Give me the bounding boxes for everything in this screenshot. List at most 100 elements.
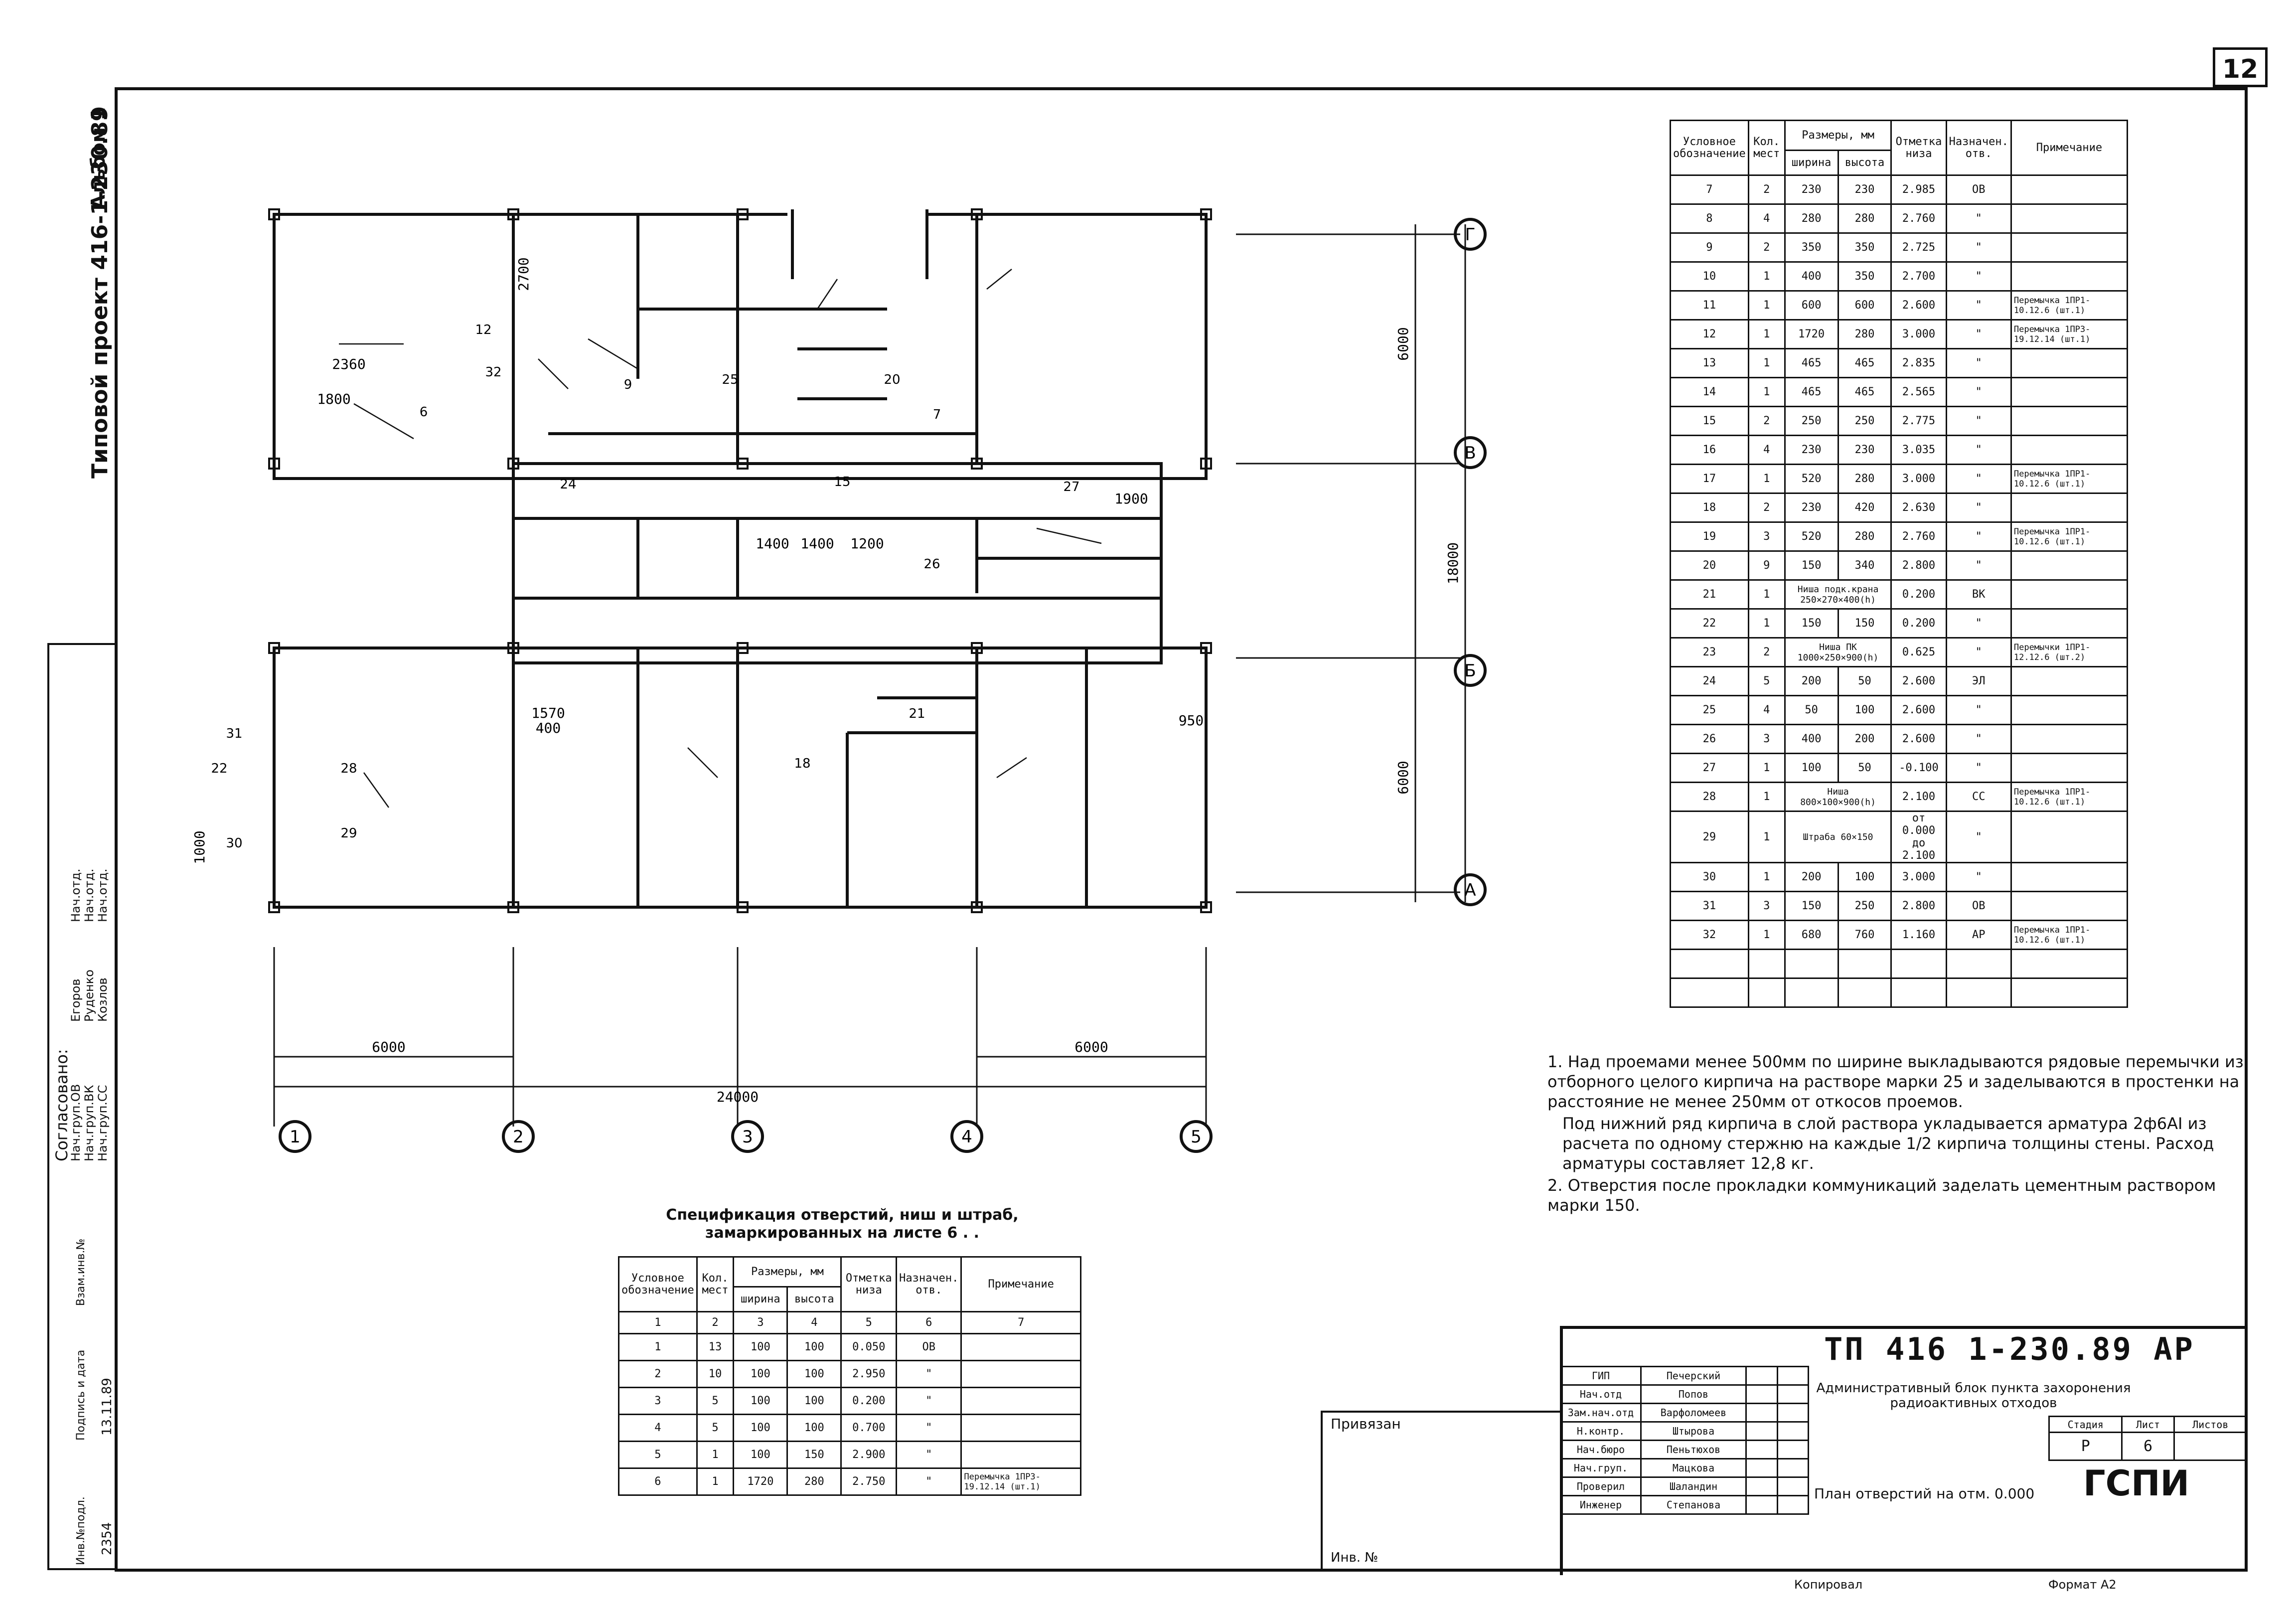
rt-cell: Перемычка 1ПР1-10.12.6 (шт.1) — [2010, 920, 2129, 950]
dim-400: 400 — [536, 720, 561, 736]
stamp-signature — [1745, 1421, 1778, 1441]
rt-cell: 200 — [1784, 666, 1839, 696]
rt-cell: 2.760 — [1890, 521, 1947, 552]
stamp-role: Нач.отд — [1560, 1384, 1642, 1404]
rt-cell: 2.600 — [1890, 724, 1947, 754]
rt-cell: 760 — [1837, 920, 1892, 950]
rt-cell: от 0.000 до 2.100 — [1890, 810, 1947, 863]
rt-cell: 3 — [1747, 724, 1786, 754]
rt-cell: 280 — [1837, 203, 1892, 234]
attached-box — [1321, 1411, 1560, 1570]
rt-cell: 1 — [1747, 862, 1786, 892]
rt-cell: 23 — [1670, 637, 1749, 667]
mark-25: 25 — [722, 372, 738, 387]
sign-date-label: Подпись и дата — [75, 1349, 87, 1441]
rt-cell: " — [1945, 862, 2012, 892]
rt-cell: 1 — [1747, 753, 1786, 783]
inv-label: Инв.№подл. — [75, 1496, 87, 1565]
rt-cell: " — [1945, 464, 2012, 494]
rt-cell: 1 — [1747, 464, 1786, 494]
rt-cell: 4 — [1747, 203, 1786, 234]
rt-cell: 1720 — [1784, 319, 1839, 349]
rt-cell: 4 — [1747, 435, 1786, 465]
st-cell — [960, 1333, 1081, 1361]
rt-cell: 150 — [1837, 608, 1892, 639]
rt-cell: 150 — [1784, 608, 1839, 639]
rt-cell: 9 — [1747, 550, 1786, 581]
rt-cell: 2 — [1747, 492, 1786, 523]
rt-cell: ЭЛ — [1945, 666, 2012, 696]
rt-cell: 14 — [1670, 377, 1749, 407]
st-h-note: Примечание — [960, 1256, 1081, 1312]
rt-cell: 1 — [1747, 290, 1786, 321]
rt-cell: 100 — [1837, 862, 1892, 892]
stamp-signature — [1745, 1458, 1778, 1478]
st-cell: 280 — [786, 1467, 842, 1496]
st-cell: 100 — [786, 1414, 842, 1442]
st-cell: 0.200 — [840, 1387, 898, 1415]
rt-cell: 520 — [1784, 464, 1839, 494]
vzam-label: Взам.инв.№ — [75, 1238, 87, 1306]
side-role-2: Нач.груп.ВК — [82, 1085, 96, 1161]
rt-cell: " — [1945, 348, 2012, 378]
rt-cell — [2010, 435, 2129, 465]
rt-cell — [2010, 232, 2129, 263]
rt-cell: 17 — [1670, 464, 1749, 494]
rt-cell: 15 — [1670, 406, 1749, 436]
st-index-cell: 2 — [696, 1311, 735, 1334]
rt-cell — [2010, 348, 2129, 378]
stamp-person-row: Н.контр.Штырова — [1560, 1421, 1809, 1441]
rt-cell: 12 — [1670, 319, 1749, 349]
rt-cell: -0.100 — [1890, 753, 1947, 783]
st-h-purpose: Назначен. отв. — [896, 1256, 962, 1312]
mark-22: 22 — [211, 761, 227, 776]
rt-cell: 230 — [1837, 174, 1892, 205]
rt-empty-row — [1670, 977, 2129, 1008]
wall-south-block — [273, 647, 1208, 909]
inv-value: 2354 — [100, 1522, 115, 1555]
mark-6: 6 — [420, 405, 428, 420]
st-cell: 5 — [696, 1414, 735, 1442]
attached-label: Привязан — [1331, 1416, 1401, 1432]
st-cell: 100 — [786, 1387, 842, 1415]
rt-cell: 2.725 — [1890, 232, 1947, 263]
rt-cell: 24 — [1670, 666, 1749, 696]
rt-cell: 18 — [1670, 492, 1749, 523]
st-cell: 100 — [733, 1333, 788, 1361]
st-index-cell: 5 — [840, 1311, 898, 1334]
st-index-cell: 4 — [786, 1311, 842, 1334]
rt-cell: 250 — [1837, 406, 1892, 436]
rt-cell: 3 — [1747, 891, 1786, 921]
dim-2360: 2360 — [332, 356, 365, 372]
st-h-width: ширина — [733, 1286, 788, 1312]
st-cell: 13 — [696, 1333, 735, 1361]
st-cell: " — [896, 1414, 962, 1442]
rt-cell: Перемычки 1ПР1-12.12.6 (шт.2) — [2010, 637, 2129, 667]
sheet-label: Лист — [2121, 1416, 2175, 1433]
stamp-date — [1776, 1440, 1809, 1459]
note-1b: Под нижний ряд кирпича в слой раствора у… — [1562, 1114, 2214, 1173]
mark-20: 20 — [884, 372, 900, 387]
rt-cell: 465 — [1784, 377, 1839, 407]
rt-cell: 2 — [1747, 174, 1786, 205]
st-cell: 150 — [786, 1441, 842, 1469]
st-cell: 100 — [786, 1360, 842, 1388]
rt-cell: 3 — [1747, 521, 1786, 552]
rt-cell — [2010, 550, 2129, 581]
st-cell: 5 — [618, 1441, 698, 1469]
rt-cell: 1 — [1747, 261, 1786, 292]
rt-empty-cell — [1945, 949, 2012, 979]
rt-empty-cell — [1784, 977, 1839, 1008]
rt-cell: 350 — [1837, 232, 1892, 263]
